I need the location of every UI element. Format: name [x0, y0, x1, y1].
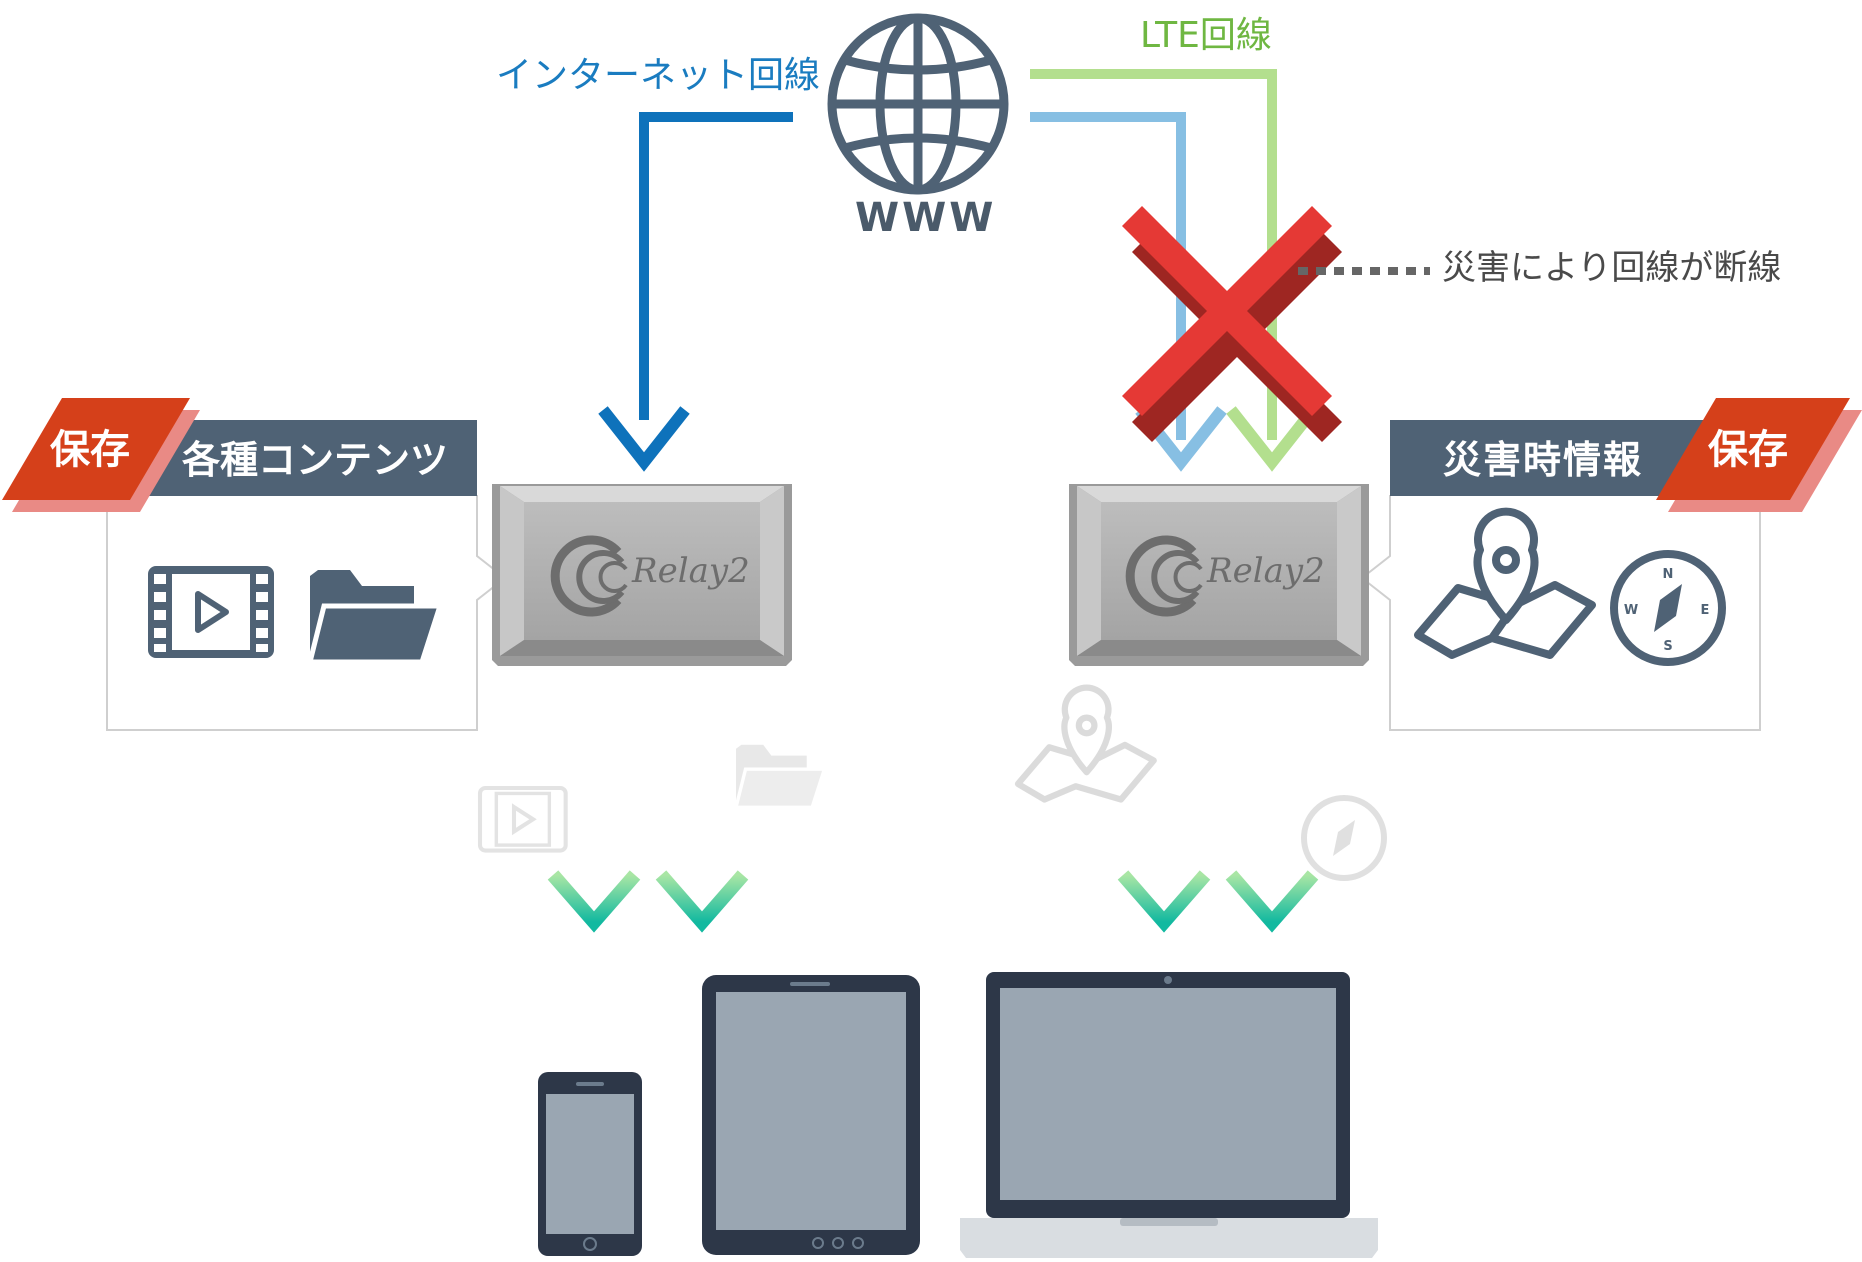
compass-icon: N S E W [1610, 550, 1726, 666]
relay-logo-right [1125, 535, 1203, 617]
faded-compass-icon [1301, 795, 1387, 881]
laptop-icon [960, 972, 1378, 1258]
down-arrow-1 [547, 694, 641, 933]
compass-s: S [1663, 639, 1672, 654]
www-label: WWW [855, 195, 997, 241]
save-label-left: 保存 [50, 427, 130, 473]
video-icon [148, 566, 274, 658]
faded-folder-icon [733, 744, 827, 809]
compass-w: W [1624, 603, 1638, 618]
disaster-info-label: 災害時情報 [1443, 438, 1644, 482]
cross-icon [1122, 206, 1342, 442]
relay-logo-left [550, 535, 628, 617]
compass-e: E [1701, 603, 1710, 618]
save-tag-left [2, 398, 200, 512]
relay-device-left [492, 484, 792, 666]
contents-label: 各種コンテンツ [182, 438, 449, 482]
down-arrow-3 [1117, 694, 1211, 933]
tablet-icon [702, 975, 920, 1255]
compass-n: N [1663, 567, 1674, 582]
faded-map-icon [1014, 684, 1157, 803]
download-arrows [547, 694, 1319, 933]
smartphone-icon [538, 1072, 642, 1256]
internet-line-label: インターネット回線 [496, 55, 821, 96]
relay-name-right: Relay2 [1207, 551, 1325, 591]
contents-panel [106, 420, 507, 731]
relay-name-left: Relay2 [632, 551, 750, 591]
map-icon [1414, 507, 1596, 659]
internet-line-left [598, 112, 793, 472]
folder-icon [306, 570, 444, 665]
save-tag-right [1656, 398, 1862, 512]
lte-line-label: LTE回線 [1140, 15, 1272, 56]
down-arrow-2 [655, 694, 749, 933]
relay-device-right [1069, 484, 1369, 666]
globe-icon [827, 13, 1009, 195]
line-cut-label: 災害により回線が断線 [1442, 248, 1782, 288]
save-label-right: 保存 [1708, 427, 1788, 473]
down-arrow-4 [1225, 694, 1319, 933]
faded-video-icon [477, 785, 568, 853]
